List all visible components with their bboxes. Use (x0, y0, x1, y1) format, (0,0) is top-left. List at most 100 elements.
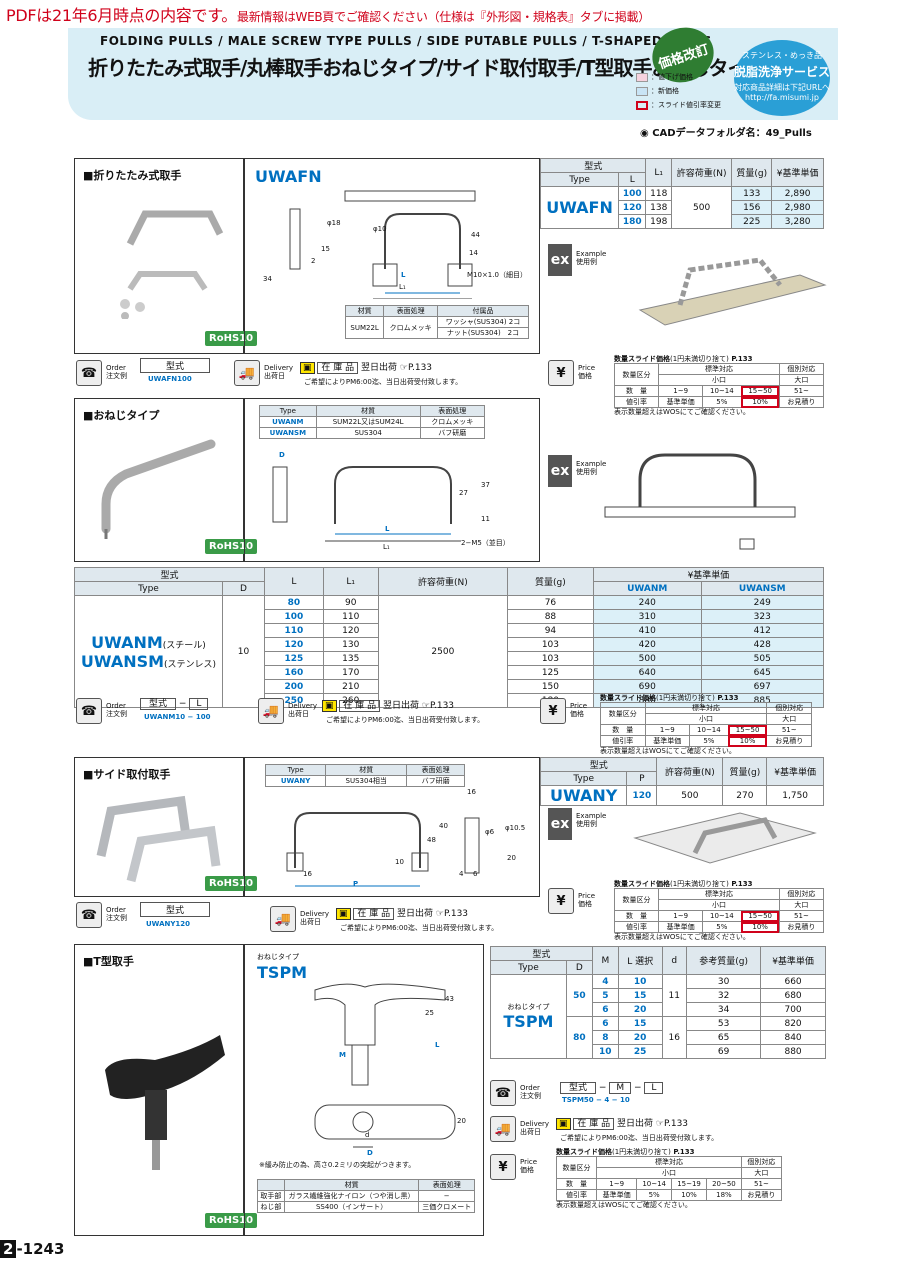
s4-delivery-info: ▣ 在 庫 品 翌日出荷 ☞P.133 (556, 1116, 688, 1130)
s1-photo-box: ■折りたたみ式取手 RoHS10 (74, 158, 258, 354)
s3-delivery-info: ▣ 在 庫 品 翌日出荷 ☞P.133 (336, 906, 468, 920)
dim-L1: L₁ (383, 543, 390, 551)
s4-note: ※緩み防止の為、高さ0.2ミリの突起がつきます。 (259, 1161, 416, 1169)
s1-title: ■折りたたみ式取手 (83, 169, 182, 182)
dim-48: 48 (427, 836, 436, 844)
s1-example-image (638, 257, 827, 326)
dim-m5: 2−M5（並目） (461, 539, 510, 547)
s3-photo-box: ■サイド取付取手 RoHS10 (74, 757, 258, 897)
dim-44: 44 (471, 231, 480, 239)
s4-subtitle: おねじタイプ (257, 953, 299, 961)
dim-d105: φ10.5 (505, 824, 526, 832)
s3-order-code: UWANY120 (146, 920, 191, 928)
s4-order-code: TSPM50 − 4 − 10 (562, 1096, 630, 1104)
s3-title: ■サイド取付取手 (83, 768, 171, 781)
dim-L1: L₁ (399, 283, 406, 291)
dim-15: 15 (321, 245, 330, 253)
dim-P: P (353, 880, 359, 888)
s2-example-icon: ex (548, 455, 572, 487)
s2-order-code: UWANM10 − 100 (144, 713, 211, 721)
dim-d18: φ18 (327, 219, 341, 227)
s4-pm-note: ご希望によりPM6:00迄、当日出荷受付致します。 (560, 1134, 719, 1142)
dim-11: 11 (481, 515, 490, 523)
order-icon: ☎ (76, 360, 102, 386)
s2-pm-note: ご希望によりPM6:00迄、当日出荷受付致します。 (326, 716, 485, 724)
s3-example-icon: ex (548, 808, 572, 840)
s4-title: ■T型取手 (83, 955, 134, 968)
dim-10: 10 (395, 858, 404, 866)
dim-16b: 16 (303, 870, 312, 878)
page-number: 2-1243 (0, 1240, 64, 1258)
order-icon: ☎ (76, 902, 102, 928)
s1-pm-note: ご希望によりPM6:00迄、当日出荷受付致します。 (304, 378, 463, 386)
s3-dimension-drawing (286, 812, 480, 887)
delivery-truck-icon: 🚚 (490, 1116, 516, 1142)
price-yen-icon: ¥ (548, 360, 574, 386)
cad-folder: ◉ CADデータフォルダ名：49_Pulls (640, 128, 812, 139)
s4-dimension-drawing (314, 983, 456, 1148)
delivery-truck-icon: 🚚 (258, 698, 284, 724)
s4-slide-price: 数量スライド価格(1円未満切り捨て) P.133 数量区分標準対応個別対応 小口… (555, 1148, 783, 1209)
dim-L: L (401, 271, 406, 279)
dim-M: M (339, 1051, 346, 1059)
s3-example-image (633, 812, 817, 864)
price-yen-icon: ¥ (490, 1154, 516, 1180)
s3-slide-price: 数量スライド価格(1円未満切り捨て) P.133 数量区分標準対応個別対応 小口… (613, 880, 825, 941)
dim-D: D (279, 451, 285, 459)
dim-d: d (365, 1131, 370, 1139)
dim-2: 2 (311, 257, 316, 265)
s2-slide-price: 数量スライド価格(1円未満切り捨て) P.133 数量区分標準対応個別対応 小口… (600, 694, 812, 755)
s4-model: TSPM (257, 963, 308, 982)
s2-example-image (604, 453, 796, 550)
folding-pull-image (120, 210, 224, 319)
male-screw-pull-image (101, 439, 216, 539)
s1-drawing-box: UWAFN φ18 φ10 34 15 2 14 44 L L₁ M10×1.0… (244, 158, 540, 354)
s1-order-code: UWAFN100 (148, 375, 192, 383)
dim-6: 6 (473, 870, 478, 878)
order-icon: ☎ (490, 1080, 516, 1106)
top-notice: PDFは21年6月時点の内容です。最新情報はWEB頁でご確認ください（仕様は『外… (6, 6, 650, 25)
s2-dimension-drawing (272, 466, 461, 542)
title-en: FOLDING PULLS / MALE SCREW TYPE PULLS / … (100, 34, 712, 48)
dim-25: 25 (425, 1009, 434, 1017)
s3-pm-note: ご希望によりPM6:00迄、当日出荷受付致します。 (340, 924, 499, 932)
s1-delivery-info: ▣ 在 庫 品 翌日出荷 ☞P.133 (300, 360, 432, 374)
delivery-truck-icon: 🚚 (234, 360, 260, 386)
dim-37: 37 (481, 481, 490, 489)
s2-delivery-info: ▣ 在 庫 品 翌日出荷 ☞P.133 (322, 698, 454, 712)
dim-14: 14 (469, 249, 478, 257)
s1-example-icon: ex (548, 244, 572, 276)
price-yen-icon: ¥ (548, 888, 574, 914)
s1-dimension-drawing (289, 190, 476, 299)
dim-D: D (367, 1149, 373, 1157)
s2-order-format: 型式 − L (140, 696, 209, 710)
dim-L: L (385, 525, 390, 533)
s4-photo-box: ■T型取手 RoHS10 (74, 944, 258, 1236)
